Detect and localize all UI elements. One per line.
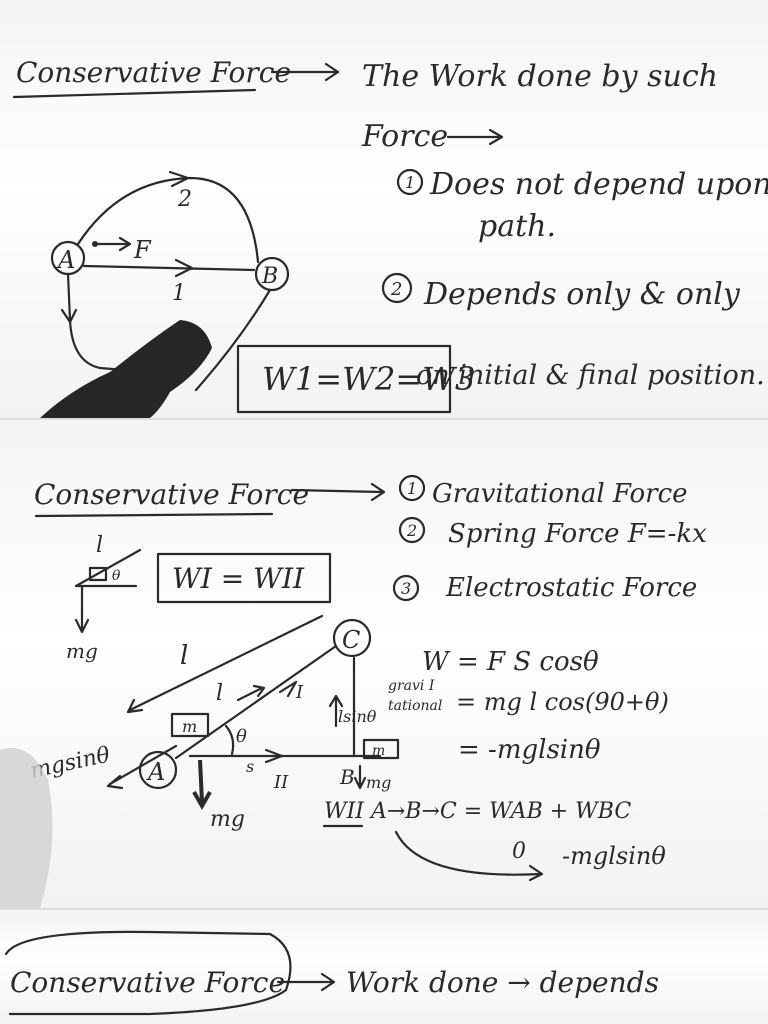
force-label: F [133, 236, 152, 264]
equation-box [236, 344, 452, 414]
point-1-line-1: Does not depend upon [429, 167, 768, 202]
definition-line-2: Force [361, 119, 448, 154]
svg-text:l: l [96, 533, 103, 558]
svg-text:m: m [372, 743, 385, 759]
whiteboard-panel-2: Conservative Force 1 Gravitational Force… [0, 420, 768, 908]
heading-underline [12, 88, 257, 99]
svg-text:3: 3 [401, 579, 411, 598]
svg-text:m: m [182, 717, 197, 736]
svg-text:A: A [146, 758, 165, 786]
path-2-label: 2 [177, 187, 192, 212]
svg-text:θ: θ [236, 726, 247, 747]
definition-line-1: The Work done by such [362, 59, 718, 94]
work-line-3: = -mglsinθ [458, 735, 601, 765]
svg-text:mg: mg [366, 773, 391, 792]
point-a-label: A [56, 246, 75, 274]
length-arrow [126, 614, 324, 714]
whiteboard-panel-3: Conservative Force Work done → depends [0, 910, 768, 1024]
work-line-4: WII A→B→C = WAB + WBC [324, 799, 631, 824]
point-b-circle [254, 256, 290, 292]
presenter-hand [40, 320, 212, 418]
svg-text:B: B [339, 765, 355, 789]
work-equation: W1=W2=W3 [262, 360, 475, 398]
example-spring: Spring Force F=-kx [448, 519, 707, 549]
heading-conservative-force-3: Conservative Force [10, 966, 285, 999]
heading-underline-2 [34, 512, 274, 518]
point-2-circle [381, 272, 413, 304]
svg-text:mg: mg [66, 639, 98, 663]
mass-block-b [362, 738, 400, 760]
definition-arrow [446, 128, 504, 146]
svg-text:1: 1 [405, 173, 415, 192]
force-arrow [93, 236, 132, 252]
incline-line [174, 644, 338, 760]
svg-text:l: l [180, 641, 188, 671]
svg-text:2: 2 [390, 279, 402, 300]
svg-text:0: 0 [512, 839, 526, 864]
mass-block-a [170, 712, 210, 738]
svg-text:l: l [216, 681, 223, 706]
svg-text:1: 1 [407, 479, 417, 498]
point-1-circle [396, 168, 424, 196]
path-1-line [82, 258, 256, 278]
work-line-2: = mg l cos(90+θ) [456, 688, 669, 716]
panel-divider [0, 418, 768, 420]
example-electrostatic: Electrostatic Force [445, 573, 697, 603]
whiteboard-panel-1: Conservative Force The Work done by such… [0, 0, 768, 418]
path-1-label: 1 [172, 281, 186, 306]
panel-1-drawing: Conservative Force The Work done by such… [12, 56, 768, 418]
path-2-curve [76, 176, 260, 264]
svg-text:mg: mg [210, 807, 245, 832]
boxed-equation [156, 552, 332, 604]
svg-text:2: 2 [406, 521, 417, 540]
example-gravitational: Gravitational Force [432, 479, 688, 509]
heading-arrow-2 [290, 482, 386, 502]
point-b-label: B [261, 264, 278, 289]
svg-text:tational: tational [388, 698, 442, 714]
heading-conservative-force-2: Conservative Force [34, 478, 309, 511]
point-c-circle [332, 618, 372, 658]
svg-text:I: I [295, 682, 304, 703]
panel-2-drawing: Conservative Force 1 Gravitational Force… [0, 474, 707, 908]
svg-text:C: C [342, 626, 360, 654]
heading-arrow [270, 62, 340, 82]
svg-text:lsinθ: lsinθ [338, 707, 377, 726]
svg-text:s: s [246, 757, 254, 776]
svg-text:gravi I: gravi I [388, 678, 435, 694]
point-2-line-1: Depends only & only [423, 277, 741, 312]
point-a-circle-2 [138, 750, 178, 790]
point-2-line-2: on initial & final position. [416, 360, 765, 391]
work-line-1: W = F S cosθ [422, 647, 599, 677]
boxed-equation-text: WI = WII [172, 562, 305, 595]
svg-text:II: II [273, 772, 289, 793]
svg-text:θ: θ [112, 568, 121, 584]
panel-3-drawing: Conservative Force Work done → depends [4, 930, 659, 1016]
point-1-line-2: path. [478, 209, 556, 244]
heading-conservative-force: Conservative Force [16, 56, 291, 89]
work-line-5: -mglsinθ [562, 842, 666, 870]
panel-3-text: Work done → depends [346, 966, 659, 999]
